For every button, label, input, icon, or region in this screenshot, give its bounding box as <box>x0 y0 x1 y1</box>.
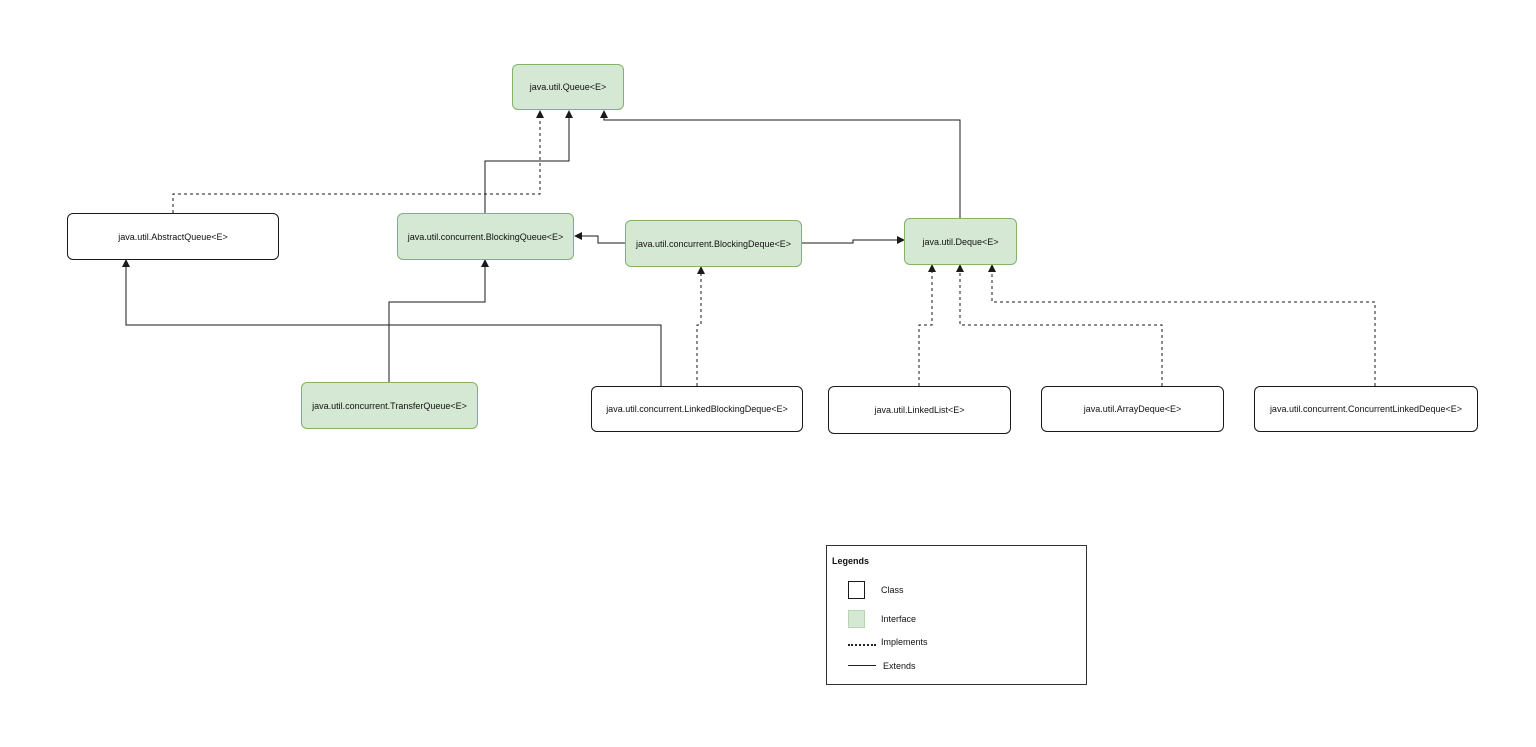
queue-interface-label: java.util.Queue<E> <box>529 82 607 92</box>
legend-implements-label: Implements <box>881 637 928 647</box>
arraydeque-class-label: java.util.ArrayDeque<E> <box>1083 404 1182 414</box>
linkedlist-class-label: java.util.LinkedList<E> <box>874 405 965 415</box>
edge-blockingdeque-extends-deque <box>802 236 905 244</box>
legend-class-swatch <box>848 581 865 599</box>
edge-abstractqueue-implements-queue <box>172 110 544 213</box>
edge-linkedblockingdeque-extends-abstractqueue <box>122 259 662 386</box>
transferqueue-interface-label: java.util.concurrent.TransferQueue<E> <box>312 400 467 411</box>
concurrentlinkeddeque-class-node[interactable]: java.util.concurrent.ConcurrentLinkedDeq… <box>1254 386 1478 432</box>
blockingqueue-interface-node[interactable]: java.util.concurrent.BlockingQueue<E> <box>397 213 574 260</box>
edge-blockingqueue-extends-queue <box>484 110 573 213</box>
legend-class-label: Class <box>881 585 904 595</box>
blockingdeque-interface-node[interactable]: java.util.concurrent.BlockingDeque<E> <box>625 220 802 267</box>
edge-deque-extends-queue <box>600 110 961 218</box>
legend-interface-label: Interface <box>881 614 917 624</box>
edge-arraydeque-implements-deque <box>956 264 1163 386</box>
legend-title: Legends <box>832 556 870 566</box>
legend-interface-swatch <box>848 610 865 628</box>
deque-interface-label: java.util.Deque<E> <box>922 236 999 247</box>
linkedlist-class-node[interactable]: java.util.LinkedList<E> <box>828 386 1011 434</box>
blockingdeque-interface-label: java.util.concurrent.BlockingDeque<E> <box>635 238 792 249</box>
blockingqueue-interface-label: java.util.concurrent.BlockingQueue<E> <box>407 231 564 242</box>
linkedblockingdeque-class-node[interactable]: java.util.concurrent.LinkedBlockingDeque… <box>591 386 803 432</box>
arraydeque-class-node[interactable]: java.util.ArrayDeque<E> <box>1041 386 1224 432</box>
legend-box: Legends Class Interface Implements Exten… <box>826 545 1087 685</box>
concurrentlinkeddeque-class-label: java.util.concurrent.ConcurrentLinkedDeq… <box>1269 404 1463 414</box>
abstractqueue-class-label: java.util.AbstractQueue<E> <box>118 231 228 242</box>
edge-concurrentlinkeddeque-implements-deque <box>988 264 1376 386</box>
legend-implements-line <box>848 644 876 646</box>
edge-linkedlist-implements-deque <box>918 264 936 386</box>
abstractqueue-class-node[interactable]: java.util.AbstractQueue<E> <box>67 213 279 260</box>
linkedblockingdeque-class-label: java.util.concurrent.LinkedBlockingDeque… <box>606 404 788 414</box>
edge-blockingdeque-extends-blockingqueue <box>574 232 625 244</box>
legend-extends-label: Extends <box>883 661 916 671</box>
legend-extends-line <box>848 665 876 666</box>
deque-interface-node[interactable]: java.util.Deque<E> <box>904 218 1017 265</box>
edge-linkedblockingdeque-implements-blockingdeque <box>696 266 705 386</box>
edge-transferqueue-extends-blockingqueue <box>388 259 489 382</box>
queue-interface-node[interactable]: java.util.Queue<E> <box>512 64 624 110</box>
transferqueue-interface-node[interactable]: java.util.concurrent.TransferQueue<E> <box>301 382 478 429</box>
